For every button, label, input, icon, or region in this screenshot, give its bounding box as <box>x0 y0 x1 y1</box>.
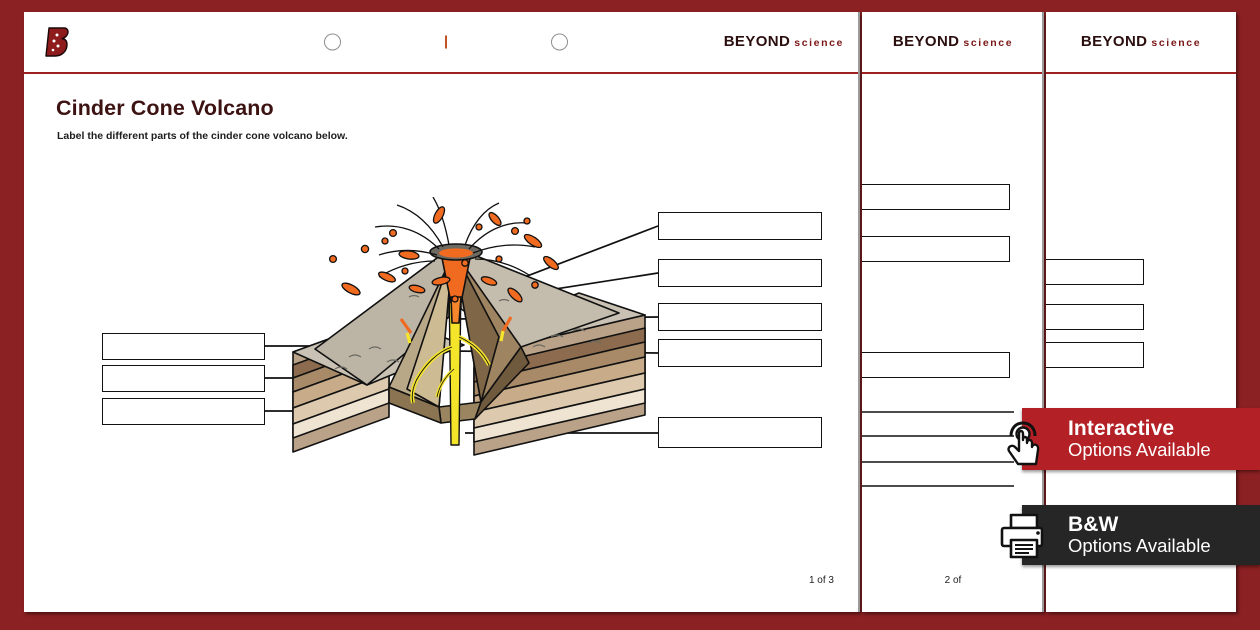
bw-badge-line1: B&W <box>1068 512 1119 536</box>
volcano-cutaway-svg <box>292 196 646 456</box>
label-box-right-3[interactable] <box>658 303 822 331</box>
brand-primary: BEYOND <box>723 33 791 50</box>
page-indicator-2: 2 of <box>944 575 962 586</box>
label-box-right-5[interactable] <box>658 417 822 448</box>
label-box-right-4[interactable] <box>658 339 822 367</box>
page-instruction: Label the different parts of the cinder … <box>57 130 348 142</box>
preview3-label-box-1[interactable] <box>1046 259 1144 285</box>
brand-primary: BEYOND <box>1080 33 1148 50</box>
page-indicator-1: 1 of 3 <box>808 575 834 586</box>
interactive-options-badge[interactable]: Interactive Options Available <box>1007 408 1260 470</box>
interactive-badge-text: Interactive Options Available <box>1068 416 1211 461</box>
label-box-right-2[interactable] <box>658 259 822 287</box>
ejecta-debris <box>328 206 559 303</box>
tap-hand-icon <box>1007 421 1040 466</box>
preview2-label-box-1[interactable] <box>862 184 1010 210</box>
surface-texture <box>334 294 602 370</box>
page-nav-circle-left[interactable] <box>324 33 341 51</box>
page-nav-circle-right[interactable] <box>551 33 568 51</box>
preview3-label-box-3[interactable] <box>1046 342 1144 368</box>
label-box-right-1[interactable] <box>658 212 822 240</box>
beyond-logo-icon <box>45 27 69 57</box>
page-divider-2 <box>1042 12 1044 612</box>
printer-icon <box>1000 513 1044 559</box>
preview2-label-box-2[interactable] <box>862 236 1010 262</box>
cone-right-footing <box>474 346 530 420</box>
bw-options-badge[interactable]: B&W Options Available <box>1000 505 1260 565</box>
brand-secondary: science <box>963 37 1014 49</box>
preview2-label-box-3[interactable] <box>862 352 1010 378</box>
label-box-left-2[interactable] <box>102 365 265 392</box>
ejecta-trajectories <box>374 196 536 278</box>
page-navigation-dots[interactable] <box>324 33 568 51</box>
page-nav-tick[interactable] <box>445 35 447 49</box>
lava-streaks <box>399 316 513 344</box>
interactive-badge-line2: Options Available <box>1068 439 1211 461</box>
bw-badge-text: B&W Options Available <box>1068 512 1211 557</box>
cone-left-footing <box>388 386 442 424</box>
brand-secondary: science <box>794 37 844 49</box>
interactive-badge-line1: Interactive <box>1068 416 1175 440</box>
bw-badge-line2: Options Available <box>1068 535 1211 557</box>
volcano-illustration <box>289 196 649 472</box>
page-title: Cinder Cone Volcano <box>56 96 274 120</box>
preview2-lines <box>862 411 1014 487</box>
label-box-left-1[interactable] <box>102 333 265 360</box>
brand-secondary: science <box>1151 37 1202 49</box>
brand-primary: BEYOND <box>892 33 960 50</box>
preview3-label-box-2[interactable] <box>1046 304 1144 330</box>
page-divider-1 <box>858 12 860 612</box>
label-box-left-3[interactable] <box>102 398 265 425</box>
